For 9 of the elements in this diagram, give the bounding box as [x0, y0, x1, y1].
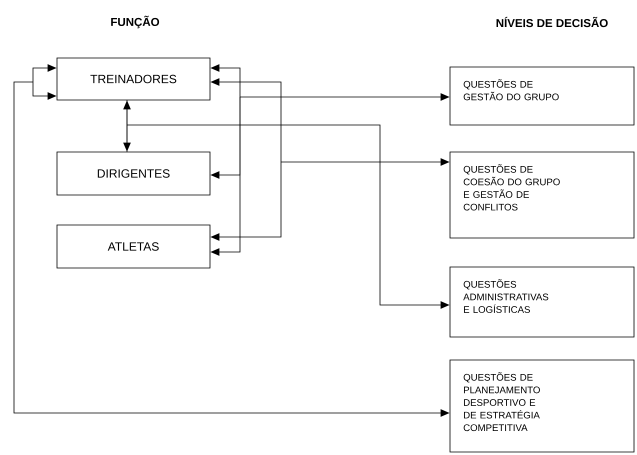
decision-box: QUESTÕES ADMINISTRATIVAS E LOGÍSTICAS — [450, 266, 634, 338]
column-heading: NÍVEIS DE DECISÃO — [496, 16, 608, 28]
role-box: ATLETAS — [56, 224, 210, 268]
decision-box: QUESTÕES DE GESTÃO DO GRUPO — [450, 66, 634, 126]
column-heading: FUNÇÃO — [111, 16, 160, 28]
decision-box: QUESTÕES DE PLANEJAMENTO DESPORTIVO E DE ESTRATÉGIA COMPETITIVA — [450, 360, 634, 452]
role-box: TREINADORES — [56, 58, 210, 100]
decision-box: QUESTÕES DE COESÃO DO GRUPO E GESTÃO DE CONFLITOS — [450, 152, 634, 238]
role-box: DIRIGENTES — [56, 152, 210, 196]
